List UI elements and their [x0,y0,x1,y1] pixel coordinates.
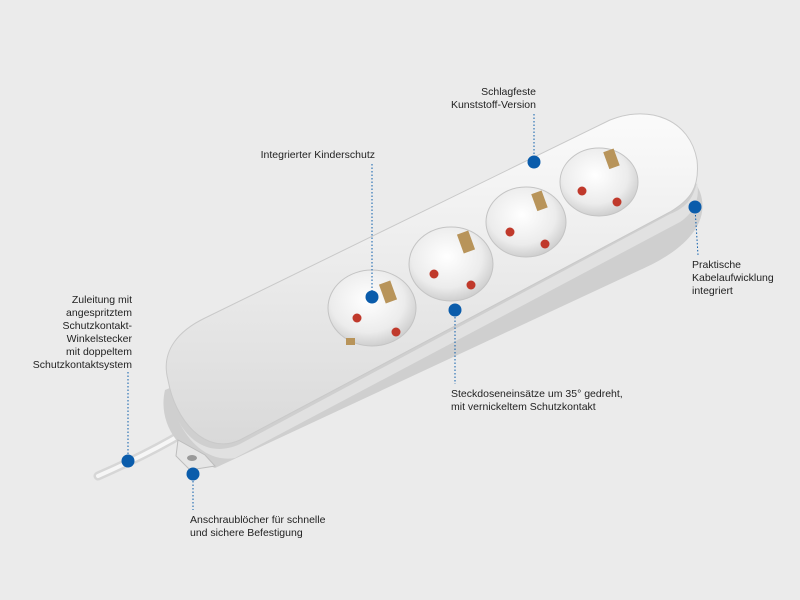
callout-cable-winding: Praktische Kabelaufwicklung integriert [692,259,792,298]
callout-line: Anschraublöcher für schnelle [190,514,326,526]
mounting-tab [175,439,216,471]
callout-line: Praktische [692,259,742,271]
callout-line: integriert [692,285,733,297]
callout-supply-line: Zuleitung mit angespritztem Schutzkontak… [20,294,132,372]
marker-housing [527,155,541,169]
callout-child-protection: Integrierter Kinderschutz [240,149,375,162]
callout-mounting-holes: Anschraublöcher für schnelle und sichere… [190,514,370,540]
socket-4 [559,147,639,217]
callout-line: Zuleitung mit [71,294,132,306]
callout-line: Schutzkontaktsystem [32,359,132,371]
marker-cable-winding [688,200,702,214]
callout-socket-inserts: Steckdoseneinsätze um 35° gedreht, mit v… [451,388,651,414]
callout-line: mit doppeltem [66,346,132,358]
callout-line: Integrierter Kinderschutz [260,149,375,161]
callout-line: und sichere Befestigung [190,527,303,539]
socket-3 [485,186,567,258]
callout-line: Steckdoseneinsätze um 35° gedreht, [451,388,623,400]
callout-line: angespritztem [66,307,132,319]
callout-line: Schutzkontakt- [62,320,132,332]
socket-1 [327,269,417,347]
callout-line: Kunststoff-Version [450,99,536,111]
callout-housing: Schlagfeste Kunststoff-Version [430,86,536,112]
marker-mounting-holes [186,467,200,481]
marker-socket-inserts [448,303,462,317]
callout-line: mit vernickeltem Schutzkontakt [451,401,596,413]
callout-line: Kabelaufwicklung [692,272,774,284]
callout-line: Winkelstecker [66,333,132,345]
socket-2 [408,226,494,302]
marker-supply-line [121,454,135,468]
marker-child-protection [365,290,379,304]
callout-line: Schlagfeste [481,86,536,98]
